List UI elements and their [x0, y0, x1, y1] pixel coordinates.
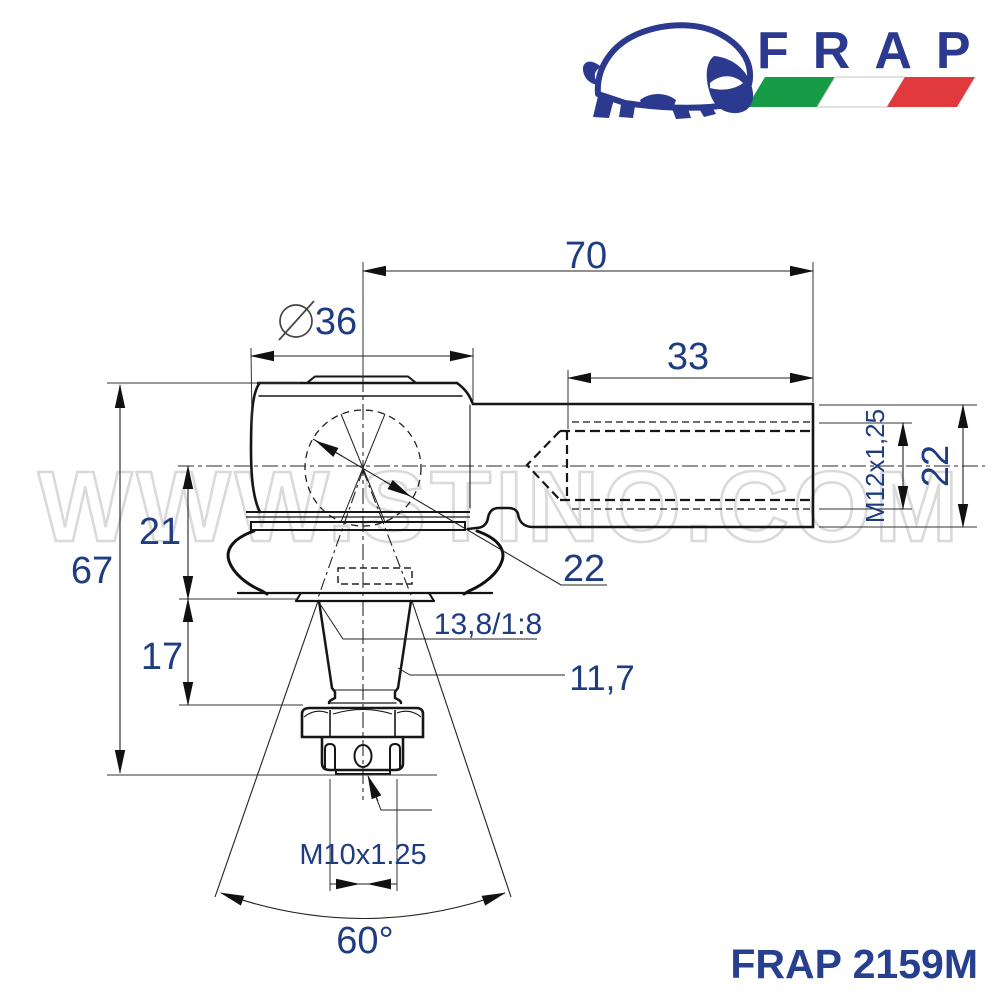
dim-rod-thread: M12x1,25	[819, 409, 912, 523]
dim-stud-taper: 13,8/1:8	[319, 603, 542, 641]
dim-rod-height-label: 22	[915, 445, 957, 487]
ball-stud	[317, 599, 413, 709]
dim-stud-tip-label: 11,7	[569, 659, 635, 698]
dim-ball-diameter: 22	[312, 438, 607, 590]
dim-stud-taper-label: 13,8/1:8	[434, 608, 542, 641]
dim-center-to-boot: 21	[139, 465, 296, 600]
castellated-collar	[320, 737, 405, 775]
dim-overall-length: 70	[362, 235, 814, 402]
dim-boot-to-nut-label: 17	[141, 636, 183, 678]
rod-internal-thread	[525, 421, 810, 510]
cover-plate	[246, 511, 470, 531]
dim-stud-tip: 11,7	[397, 659, 635, 698]
dim-stud-thread-label: M10x1.25	[299, 839, 426, 871]
dim-head-diameter-label: 36	[315, 301, 357, 343]
dim-rod-thread-label: M12x1,25	[860, 409, 890, 523]
dim-overall-length-label: 70	[565, 235, 607, 277]
dim-thread-length: 33	[567, 336, 814, 429]
cone-angle-lines	[214, 600, 512, 920]
hex-nut	[300, 706, 425, 739]
dim-boot-to-nut: 17	[141, 598, 303, 706]
dim-cone-angle-label: 60°	[336, 920, 393, 962]
dust-boot	[226, 529, 505, 603]
dim-stud-thread: M10x1.25	[299, 775, 432, 891]
diameter-icon	[278, 300, 315, 341]
dim-ball-diameter-label: 22	[563, 548, 605, 590]
dim-head-diameter: 36	[250, 300, 474, 426]
dim-thread-length-label: 33	[667, 336, 709, 378]
centerlines	[178, 376, 985, 800]
part-number: FRAP 2159M	[730, 941, 978, 987]
dim-center-to-boot-label: 21	[139, 511, 181, 553]
frap-logo: FRAP	[582, 22, 995, 119]
dim-rod-height: 22	[819, 404, 977, 528]
dim-total-height: 67	[71, 382, 437, 776]
cotter-pin-hole	[353, 744, 373, 768]
brand-name: FRAP	[757, 22, 995, 80]
italian-flag	[747, 76, 975, 108]
dim-cone-angle: 60°	[336, 920, 393, 962]
dim-total-height-label: 67	[71, 550, 113, 592]
bull-icon	[582, 22, 754, 119]
